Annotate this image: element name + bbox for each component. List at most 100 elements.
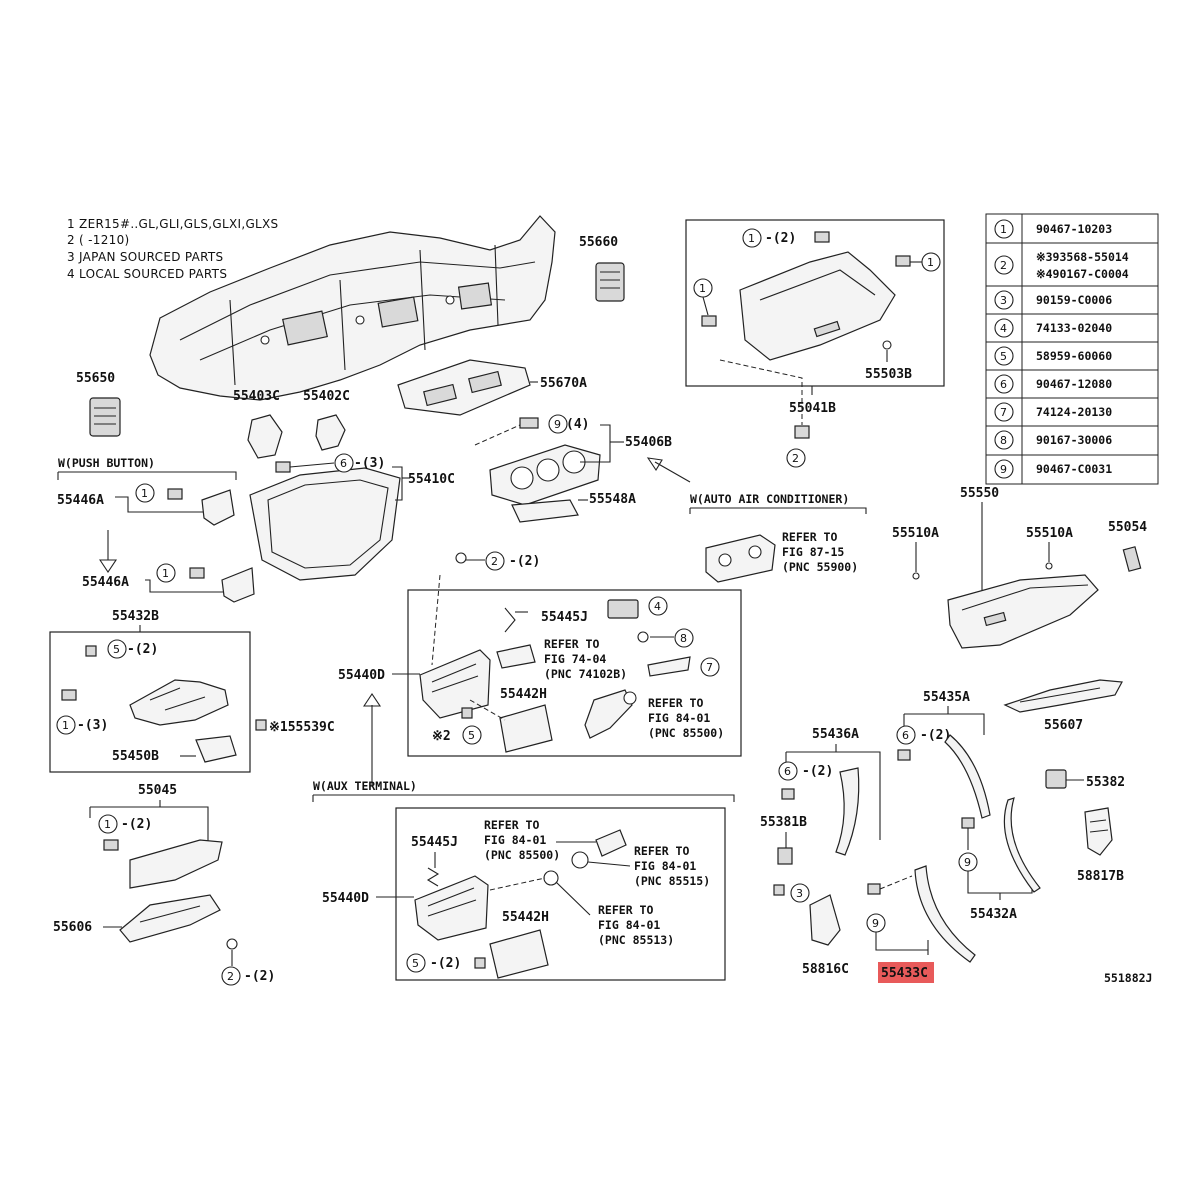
svg-text:1: 1 <box>748 232 755 245</box>
callout-1-qty-a: -(2) <box>765 231 796 246</box>
legend-num-6: 6 <box>1000 378 1007 391</box>
push-button-section: W(PUSH BUTTON) 55446A 1 55446A 1 <box>57 456 255 603</box>
label-55442H-bottom: 55442H <box>502 910 549 925</box>
side-vent-left: 55650 <box>76 371 121 437</box>
svg-text:3: 3 <box>796 887 803 900</box>
svg-text:9: 9 <box>872 917 879 930</box>
label-55445J-bottom: 55445J <box>411 835 458 850</box>
label-55403C: 55403C <box>233 389 280 404</box>
svg-text:5: 5 <box>412 957 419 970</box>
legend-code-4: 74133-02040 <box>1036 321 1112 335</box>
label-55606: 55606 <box>53 920 92 935</box>
legend-row-6: 6 90467-12080 <box>994 374 1112 394</box>
label-55510A-left: 55510A <box>892 526 939 541</box>
callout-5-qty-b: -(2) <box>127 642 158 657</box>
ref-74102-2: FIG 74-04 <box>544 652 606 666</box>
label-55510A-right: 55510A <box>1026 526 1073 541</box>
legend-code-7: 74124-20130 <box>1036 405 1112 419</box>
bracket-55402C: 55402C <box>303 389 350 451</box>
svg-text:5: 5 <box>468 729 475 742</box>
ref-85500b-2: FIG 84-01 <box>484 833 546 847</box>
legend-code-8: 90167-30006 <box>1036 433 1112 447</box>
label-55607: 55607 <box>1044 718 1083 733</box>
ref-85513-2: FIG 84-01 <box>598 918 660 932</box>
aux-terminal-section: W(AUX TERMINAL) 55445J REFER TO FIG 84-0… <box>312 779 735 981</box>
svg-text:6: 6 <box>902 729 909 742</box>
trim-55436A: 55436A 6 -(2) <box>778 727 881 856</box>
label-55670A: 55670A <box>540 376 587 391</box>
ref-85513-3: (PNC 85513) <box>598 933 674 947</box>
callout-9-qty: (4) <box>566 417 589 432</box>
callout-5-qty-c: -(2) <box>430 956 461 971</box>
callout-2-qty-b: -(2) <box>509 554 540 569</box>
trim-55433C: 9 55433C <box>866 865 976 983</box>
ref-74102-1: REFER TO <box>544 637 599 651</box>
callout-6-qty: -(3) <box>354 456 385 471</box>
label-55054: 55054 <box>1108 520 1147 535</box>
ref-85500b-1: REFER TO <box>484 818 539 832</box>
legend-code-9: 90467-C0031 <box>1036 462 1112 476</box>
highlight-55433C <box>878 962 934 983</box>
svg-text:7: 7 <box>706 661 713 674</box>
svg-text:9: 9 <box>554 418 561 431</box>
legend-code-5: 58959-60060 <box>1036 349 1112 363</box>
label-55442H-top: 55442H <box>500 687 547 702</box>
ref-85515-3: (PNC 85515) <box>634 874 710 888</box>
svg-text:1: 1 <box>699 282 706 295</box>
box-55041B: 1 -(2) 1 1 55503B 55041B 2 <box>685 219 945 468</box>
legend-row-5: 5 58959-60060 <box>994 346 1112 366</box>
bracket-55403C: 55403C <box>233 389 283 459</box>
cluster-panel-55410C: 6 -(3) 55410C <box>249 453 455 581</box>
label-58817B: 58817B <box>1077 869 1124 884</box>
label-55446A-top: 55446A <box>57 493 104 508</box>
ref-ac-2: FIG 87-15 <box>782 545 844 559</box>
legend-row-8: 8 90167-30006 <box>994 430 1112 450</box>
legend-code-3: 90159-C0006 <box>1036 293 1112 307</box>
svg-text:1: 1 <box>141 487 148 500</box>
legend-code-6: 90467-12080 <box>1036 377 1112 391</box>
callout-6-qty-b: -(2) <box>802 764 833 779</box>
auto-ac-pointer <box>654 461 691 483</box>
svg-text:2: 2 <box>227 970 234 983</box>
label-55410C: 55410C <box>408 472 455 487</box>
label-55433C: 55433C <box>881 966 928 981</box>
ref-85515-1: REFER TO <box>634 844 689 858</box>
note-4: 4 LOCAL SOURCED PARTS <box>67 267 227 281</box>
trim-55432A: 9 55432A <box>958 797 1041 922</box>
label-55445J-top: 55445J <box>541 610 588 625</box>
label-55539C: ※155539C <box>269 720 335 735</box>
box-55440D-top: 2 -(2) 55445J 4 REFER TO FIG 74-04 (PNC … <box>338 551 742 757</box>
legend-row-2: 2 ※393568-55014 ※490167-C0004 <box>994 250 1129 281</box>
center-vent-panel-55670A: 55670A <box>397 359 587 416</box>
label-55660: 55660 <box>579 235 618 250</box>
label-55548A: 55548A <box>589 492 636 507</box>
header-aux-terminal: W(AUX TERMINAL) <box>313 779 417 793</box>
callout-2-qty-c: -(2) <box>244 969 275 984</box>
switch-55382: 55382 <box>1045 769 1125 790</box>
label-58816C: 58816C <box>802 962 849 977</box>
ref-85515-2: FIG 84-01 <box>634 859 696 873</box>
label-55381B: 55381B <box>760 815 807 830</box>
callout-1-qty-b: -(3) <box>77 718 108 733</box>
header-push-button: W(PUSH BUTTON) <box>58 456 155 470</box>
ref-85500a-3: (PNC 85500) <box>648 726 724 740</box>
glove-box-55550: 55550 55510A 55510A 55054 <box>892 486 1147 649</box>
legend-row-3: 3 90159-C0006 <box>994 290 1112 310</box>
box-55432B: 55432B 5 -(2) 1 -(3) 55450B ※155539C <box>49 609 335 773</box>
label-55432A: 55432A <box>970 907 1017 922</box>
bracket-58817B: 58817B <box>1077 807 1124 884</box>
legend-row-4: 4 74133-02040 <box>994 318 1112 338</box>
legend-row-1: 1 90467-10203 <box>994 219 1112 239</box>
legend-row-7: 7 74124-20130 <box>994 402 1112 422</box>
legend-num-3: 3 <box>1000 294 1007 307</box>
ref-85513-1: REFER TO <box>598 903 653 917</box>
svg-text:1: 1 <box>927 256 934 269</box>
label-55503B: 55503B <box>865 367 912 382</box>
label-55041B: 55041B <box>789 401 836 416</box>
header-auto-ac: W(AUTO AIR CONDITIONER) <box>690 492 849 506</box>
label-55446A-bottom: 55446A <box>82 575 129 590</box>
instrument-panel-reinforcement <box>149 215 556 401</box>
panel-55607: 55607 <box>1003 679 1123 733</box>
